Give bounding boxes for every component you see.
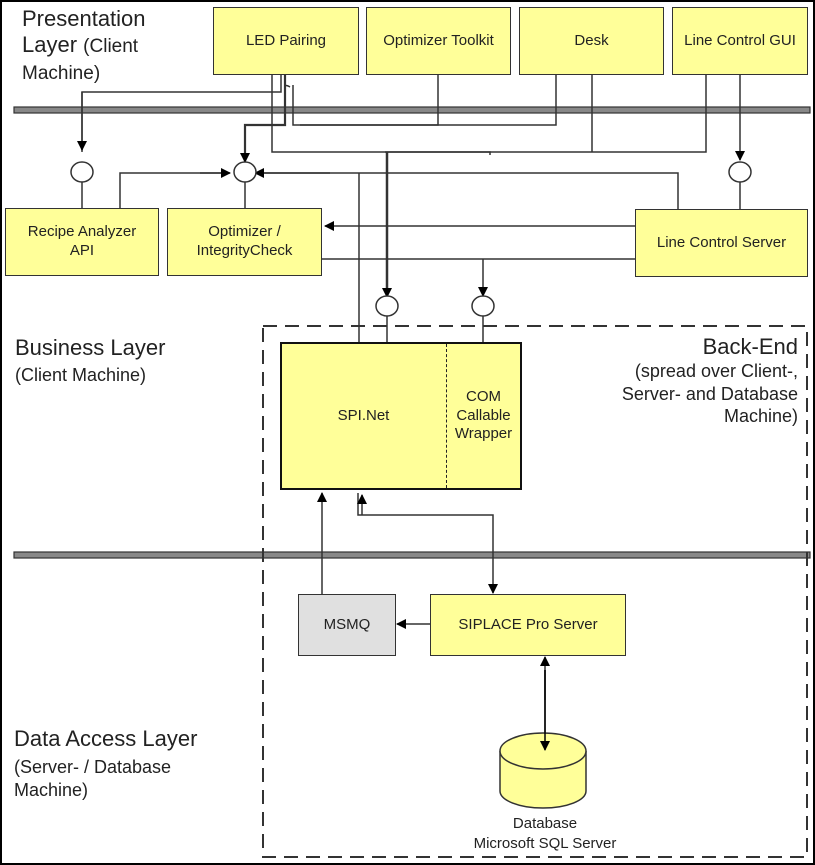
interface-optimizer-ic [233, 161, 257, 183]
ccw-line3: Wrapper [454, 425, 513, 443]
recipe-analyzer-line1: Recipe Analyzer [27, 223, 137, 241]
component-msmq[interactable]: MSMQ [298, 594, 396, 656]
siplace-pro-server-label: SIPLACE Pro Server [458, 615, 598, 633]
backend-desc-line3: Machine) [723, 406, 798, 427]
component-optimizer-toolkit[interactable]: Optimizer Toolkit [366, 7, 511, 75]
presentation-title-line1: Presentation [22, 6, 146, 31]
presentation-subtitle-a: (Client [83, 36, 139, 58]
component-desk[interactable]: Desk [519, 7, 664, 75]
msmq-label: MSMQ [323, 615, 371, 633]
recipe-analyzer-line2: API [69, 242, 95, 259]
optimizer-toolkit-label: Optimizer Toolkit [383, 31, 494, 49]
optimizer-ic-line2: IntegrityCheck [196, 242, 293, 259]
led-pairing-label: LED Pairing [245, 31, 327, 49]
component-optimizer-integritycheck[interactable]: Optimizer /IntegrityCheck [167, 208, 322, 276]
layer-separator-top [13, 106, 811, 114]
optimizer-ic-line1: Optimizer / [208, 223, 281, 241]
backend-boundary [262, 325, 808, 858]
desk-label: Desk [574, 31, 609, 49]
backend-desc-line1: (spread over Client-, [634, 361, 798, 382]
component-siplace-pro-server[interactable]: SIPLACE Pro Server [430, 594, 626, 656]
component-line-control-gui[interactable]: Line Control GUI [672, 7, 808, 75]
business-layer-subtitle: (Client Machine) [15, 365, 147, 385]
interface-spi-net [375, 295, 399, 317]
line-control-gui-label: Line Control GUI [684, 31, 796, 49]
database-cylinder-icon [499, 732, 587, 809]
presentation-subtitle-b: Machine) [22, 63, 101, 85]
database-line2: Microsoft SQL Server [473, 834, 617, 852]
interface-recipe-analyzer [70, 161, 94, 183]
interface-line-control-server [728, 161, 752, 183]
database-label: Database Microsoft SQL Server [440, 814, 650, 853]
data-access-layer-subtitle: (Server- / Database Machine) [14, 756, 171, 801]
presentation-layer-title: Presentation Layer (Client Machine) [22, 6, 146, 86]
layer-separator-bottom [13, 551, 811, 559]
presentation-title-line2: Layer [22, 32, 78, 58]
data-access-layer-title: Data Access Layer [14, 726, 198, 751]
business-layer-title: Business Layer [15, 335, 166, 360]
data-access-subtitle-line1: (Server- / Database [14, 757, 172, 777]
interface-com-wrapper [471, 295, 495, 317]
data-access-subtitle-line2: Machine) [14, 779, 89, 800]
backend-desc-line2: Server- and Database [621, 383, 798, 404]
spi-com-divider [446, 344, 447, 488]
backend-label: Back-End (spread over Client-, Server- a… [622, 334, 798, 428]
ccw-line1: COM [466, 387, 501, 405]
component-spi-net[interactable] [280, 342, 522, 490]
optimizer-ic-label: Optimizer /IntegrityCheck [197, 223, 293, 261]
component-led-pairing[interactable]: LED Pairing [213, 7, 359, 75]
database-line1: Database [512, 815, 578, 832]
spi-net-area: SPI.Net [282, 344, 445, 488]
backend-title: Back-End [702, 334, 798, 359]
component-line-control-server[interactable]: Line Control Server [635, 209, 808, 277]
ccw-line2: Callable [456, 406, 511, 424]
line-control-server-label: Line Control Server [656, 233, 787, 251]
spi-net-label: SPI.Net [337, 406, 390, 424]
